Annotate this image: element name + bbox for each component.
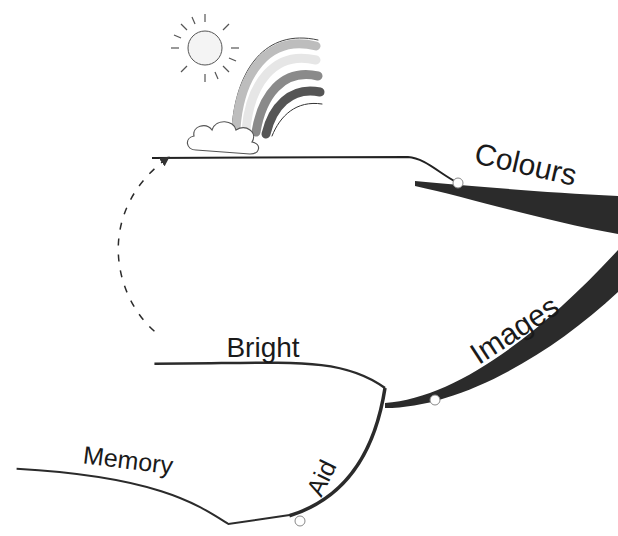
junction-dot [453,178,463,188]
branch-word: Aid [301,452,342,500]
branch-line [289,388,385,516]
branch-line [154,363,385,388]
images-branch [385,250,618,408]
rainbow-icon [232,38,322,136]
dashed-arrow [118,158,168,332]
branch-line [17,469,292,524]
branch-word: Colours [472,138,584,193]
branch-word: Bright [226,333,303,362]
colours-branch [415,181,618,234]
branch-label: Aid [301,452,342,500]
branch-label: Memory [82,441,179,479]
branch-label: Bright [226,333,303,362]
junction-dot [295,516,305,526]
branch-label: Colours [472,138,584,193]
cloud-icon [187,122,258,154]
branch-word: Memory [82,441,179,479]
junction-dot [430,395,440,405]
sun-icon [171,14,239,82]
picture-branch [152,157,458,183]
